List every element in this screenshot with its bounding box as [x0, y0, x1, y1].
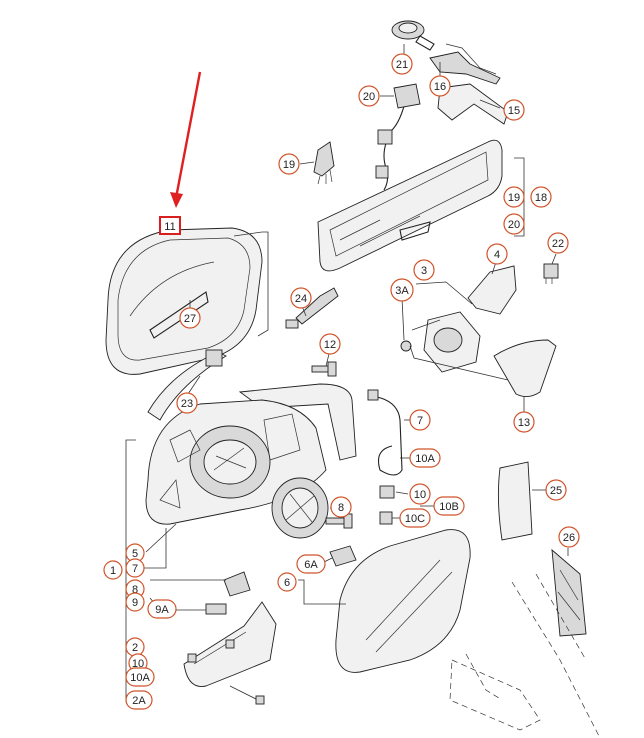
- callout-27: 27: [179, 307, 201, 329]
- svg-text:13: 13: [518, 417, 530, 429]
- mirror-mount: [429, 43, 509, 125]
- callout-20: 20: [358, 85, 380, 107]
- svg-text:6A: 6A: [304, 559, 318, 571]
- callout-6a: 6A: [296, 554, 326, 574]
- callout-7-left: 7: [125, 558, 145, 578]
- callout-22: 22: [547, 232, 569, 254]
- svg-text:19: 19: [508, 192, 520, 204]
- callout-9: 9: [125, 592, 145, 612]
- svg-text:24: 24: [295, 293, 307, 305]
- callout-19-top: 19: [278, 153, 300, 175]
- svg-text:27: 27: [184, 313, 196, 325]
- rear-view-mirror: [317, 139, 503, 272]
- svg-text:3A: 3A: [395, 285, 409, 297]
- svg-text:7: 7: [132, 563, 138, 575]
- svg-text:9: 9: [132, 597, 138, 609]
- svg-text:7: 7: [417, 415, 423, 427]
- svg-text:8: 8: [132, 584, 138, 596]
- callout-10: 10: [409, 483, 431, 505]
- callout-8: 8: [330, 496, 352, 518]
- svg-text:19: 19: [283, 159, 295, 171]
- callout-1: 1: [103, 560, 123, 580]
- callout-11-highlighted: 11: [159, 216, 181, 235]
- svg-text:8: 8: [338, 502, 344, 514]
- callout-2a: 2A: [125, 690, 153, 710]
- svg-text:15: 15: [508, 105, 520, 117]
- svg-text:6: 6: [284, 577, 290, 589]
- svg-text:10A: 10A: [130, 672, 150, 684]
- callout-10a-left: 10A: [125, 667, 155, 687]
- svg-text:2A: 2A: [132, 695, 146, 707]
- mirror-glass: [298, 529, 471, 673]
- lower-cover-2: [183, 601, 277, 705]
- callout-10b: 10B: [433, 496, 465, 516]
- callout-9a: 9A: [147, 599, 177, 619]
- callout-12: 12: [319, 333, 341, 355]
- svg-text:10B: 10B: [439, 501, 459, 513]
- callout-15: 15: [503, 99, 525, 121]
- callout-18: 18: [530, 186, 552, 208]
- svg-text:21: 21: [396, 59, 408, 71]
- connector-19: [313, 141, 335, 185]
- callout-20-right: 20: [503, 213, 525, 235]
- callout-6: 6: [277, 572, 297, 592]
- svg-text:20: 20: [363, 91, 375, 103]
- wiring-harness: [375, 83, 421, 191]
- callout-10a: 10A: [409, 448, 441, 468]
- svg-text:12: 12: [324, 339, 336, 351]
- gasket-26: [551, 548, 587, 637]
- svg-text:22: 22: [552, 238, 564, 250]
- svg-text:4: 4: [494, 249, 500, 261]
- svg-text:18: 18: [535, 192, 547, 204]
- callout-3a: 3A: [390, 278, 414, 302]
- svg-text:11: 11: [164, 221, 175, 233]
- callout-16: 16: [429, 75, 451, 97]
- svg-text:25: 25: [550, 485, 562, 497]
- trim-25: [497, 461, 546, 541]
- svg-text:9A: 9A: [155, 604, 169, 616]
- screw-12: [311, 361, 337, 377]
- callout-25: 25: [545, 479, 567, 501]
- svg-text:3: 3: [421, 265, 427, 277]
- svg-text:1: 1: [110, 565, 116, 577]
- svg-text:10C: 10C: [405, 513, 425, 525]
- pointer-arrow: [170, 71, 202, 208]
- callout-10c: 10C: [399, 508, 431, 528]
- svg-text:26: 26: [563, 532, 575, 544]
- callout-3: 3: [413, 259, 435, 281]
- mount-base-3: [400, 265, 517, 381]
- callout-23: 23: [176, 392, 198, 414]
- callout-21: 21: [391, 53, 413, 75]
- svg-text:20: 20: [508, 219, 520, 231]
- svg-text:16: 16: [434, 81, 446, 93]
- cover-13: [493, 339, 557, 412]
- svg-text:23: 23: [181, 398, 193, 410]
- svg-text:10A: 10A: [415, 453, 435, 465]
- callout-24: 24: [290, 287, 312, 309]
- callout-8-left: 8: [125, 579, 145, 599]
- callout-7: 7: [409, 409, 431, 431]
- clip-22: [543, 263, 559, 284]
- lever-24: [285, 287, 339, 329]
- callout-4: 4: [486, 243, 508, 265]
- svg-text:10: 10: [414, 489, 426, 501]
- svg-text:10: 10: [132, 658, 144, 670]
- callout-2: 2: [125, 637, 145, 657]
- svg-text:5: 5: [132, 548, 138, 560]
- mirror-cap-housing: [105, 227, 269, 375]
- sensor-part: [391, 20, 435, 51]
- callout-13: 13: [513, 411, 535, 433]
- turn-signal-lamp: [147, 349, 227, 421]
- callout-19-right: 19: [503, 186, 525, 208]
- cable-7: [367, 389, 403, 525]
- car-outline-dashed: [449, 573, 601, 738]
- svg-text:2: 2: [132, 642, 138, 654]
- callout-26: 26: [558, 526, 580, 548]
- adjustment-motor: [271, 477, 329, 539]
